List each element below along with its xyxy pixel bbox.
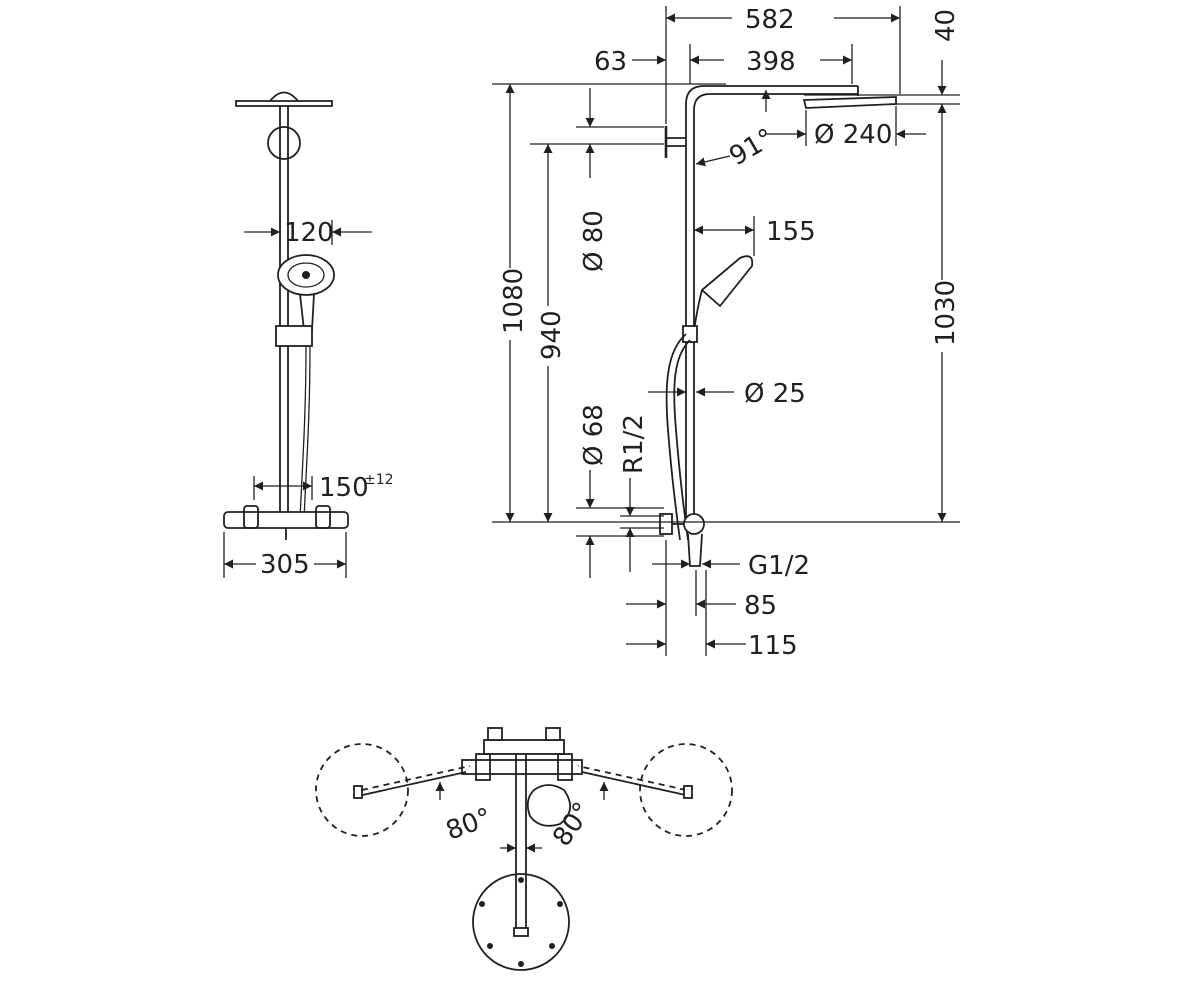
- side-arm-bottom: [693, 93, 858, 111]
- side-view: 582 63 398 40 1030 Ø 240 91° 1080 940: [492, 5, 961, 661]
- top-arm-right-dashed: [577, 765, 687, 791]
- side-dim-68: Ø 68: [579, 404, 609, 466]
- side-dim-115: 115: [748, 631, 798, 661]
- front-dim-150-tolerance: ±12: [364, 472, 394, 488]
- side-dim-582: 582: [745, 5, 795, 35]
- front-overhead-shower: [235, 100, 333, 107]
- side-dim-40: 40: [931, 9, 961, 42]
- top-swivel-circle-left: [315, 743, 409, 837]
- side-dim-r12: R1/2: [619, 414, 649, 474]
- side-outlet: [687, 533, 703, 567]
- front-thermostat-knob-right: [315, 505, 331, 529]
- side-slider: [682, 325, 698, 343]
- side-dim-85: 85: [744, 591, 777, 621]
- side-dim-940: 940: [537, 310, 567, 360]
- side-dim-155: 155: [766, 217, 816, 247]
- side-overhead-shower: [802, 96, 897, 109]
- side-dim-398: 398: [746, 47, 796, 77]
- side-thermostat-body: [683, 513, 705, 535]
- side-arm-top: [685, 85, 858, 105]
- front-hose: [299, 345, 307, 521]
- front-dim-120: 120: [284, 218, 334, 248]
- front-dim-305: 305: [260, 550, 310, 580]
- front-hand-shower-handle: [299, 293, 315, 331]
- front-overhead-dome: [269, 91, 299, 102]
- front-dim-150: 150: [319, 473, 369, 503]
- side-dim-1080: 1080: [499, 268, 529, 334]
- side-dim-25: Ø 25: [744, 379, 806, 409]
- side-hose: [665, 333, 687, 541]
- side-dim-1030: 1030: [931, 280, 961, 346]
- side-dim-80: Ø 80: [579, 210, 609, 272]
- top-arm-left-dashed: [361, 765, 471, 791]
- front-hose-outer: [303, 345, 311, 521]
- top-view: 80° 80°: [315, 727, 733, 971]
- front-view: 120 150 ±12 305: [223, 91, 394, 580]
- top-angle-left: 80°: [442, 803, 496, 847]
- side-dim-91: 91°: [725, 123, 780, 172]
- top-overhead-shower: [472, 873, 570, 971]
- side-hand-shower: [700, 255, 754, 308]
- side-dim-63: 63: [594, 47, 627, 77]
- top-wall-plate: [483, 739, 565, 755]
- front-hand-shower-inner: [287, 262, 325, 288]
- side-dim-240: Ø 240: [814, 120, 892, 150]
- top-thermostat: [461, 759, 583, 775]
- side-wall-plate: [659, 513, 673, 535]
- front-slider: [275, 325, 313, 347]
- top-hand-shower: [526, 784, 571, 827]
- front-hand-shower-center: [302, 271, 310, 279]
- front-bracket-ring: [267, 126, 301, 160]
- side-dim-g12: G1/2: [748, 551, 810, 581]
- front-thermostat-knob-left: [243, 505, 259, 529]
- top-swivel-circle-right: [639, 743, 733, 837]
